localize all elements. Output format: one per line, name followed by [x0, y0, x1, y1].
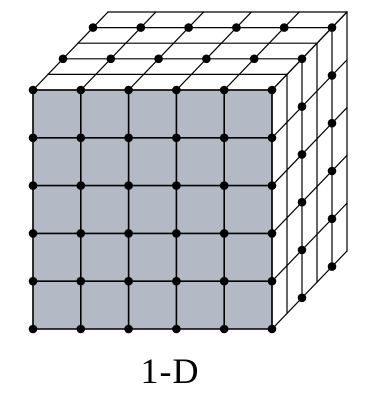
front-node: [76, 133, 86, 143]
top-node: [58, 54, 68, 64]
right-node: [327, 23, 337, 32]
front-node: [124, 85, 133, 95]
top-node: [106, 54, 116, 64]
front-node: [219, 324, 229, 334]
front-node: [124, 324, 133, 334]
front-node: [124, 229, 133, 238]
right-node: [297, 245, 307, 255]
front-node: [124, 181, 133, 190]
front-node: [172, 276, 181, 286]
front-face: [33, 90, 272, 329]
right-node: [297, 197, 307, 207]
front-node: [267, 133, 277, 143]
front-node: [219, 133, 229, 143]
top-node: [279, 23, 289, 32]
right-node: [327, 71, 337, 80]
right-face-depth-line: [271, 250, 348, 330]
front-node: [28, 181, 38, 190]
front-node: [28, 133, 38, 143]
right-face-depth-line: [271, 58, 348, 139]
right-node: [297, 54, 307, 64]
cube-nodes: [28, 23, 337, 334]
right-node: [327, 214, 337, 224]
front-node: [172, 324, 181, 334]
front-node: [267, 324, 277, 334]
front-node: [76, 85, 86, 95]
right-node: [327, 166, 337, 176]
top-face-depth-line: [32, 11, 109, 91]
front-node: [172, 133, 181, 143]
front-node: [76, 276, 86, 286]
cube-diagram: [28, 11, 348, 334]
right-node: [327, 118, 337, 128]
top-node: [184, 23, 193, 32]
front-node: [28, 229, 38, 238]
top-node: [249, 54, 259, 64]
front-node: [267, 181, 277, 190]
front-node: [172, 229, 181, 238]
top-node: [136, 23, 146, 32]
front-node: [267, 229, 277, 238]
front-node: [28, 324, 38, 334]
front-node: [219, 276, 229, 286]
top-node: [154, 54, 163, 64]
front-node: [76, 229, 86, 238]
front-node: [172, 181, 181, 190]
diagram-caption: 1-D: [140, 351, 200, 391]
front-node: [28, 85, 38, 95]
front-node: [219, 85, 229, 95]
front-node: [219, 229, 229, 238]
front-node: [28, 276, 38, 286]
front-node: [267, 85, 277, 95]
front-node: [172, 85, 181, 95]
right-node: [297, 102, 307, 111]
top-node: [88, 23, 98, 32]
right-face-depth-line: [271, 202, 348, 283]
front-node: [267, 276, 277, 286]
right-face-depth-line: [271, 106, 348, 187]
front-node: [219, 181, 229, 190]
front-node: [124, 133, 133, 143]
right-node: [297, 150, 307, 159]
front-node: [76, 324, 86, 334]
right-node: [327, 262, 337, 271]
top-node: [232, 23, 241, 32]
right-node: [297, 293, 307, 303]
front-node: [76, 181, 86, 190]
right-face-depth-line: [271, 154, 348, 235]
top-node: [202, 54, 211, 64]
front-node: [124, 276, 133, 286]
